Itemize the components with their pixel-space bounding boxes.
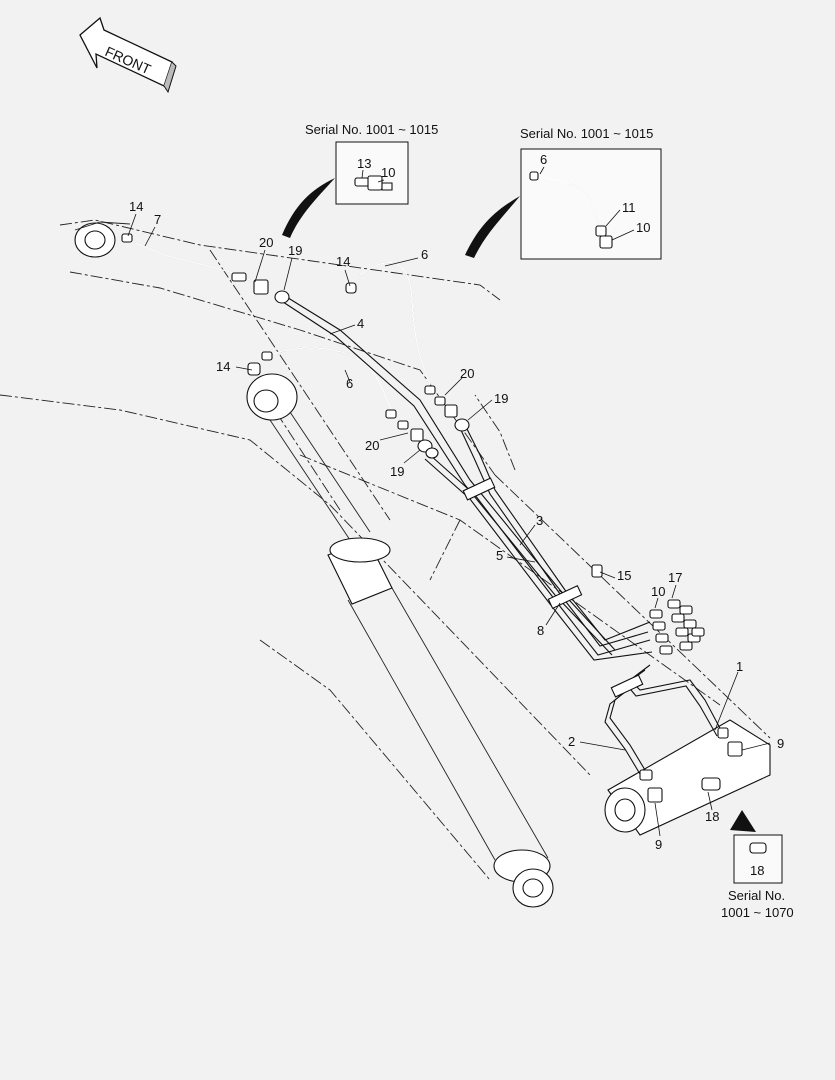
inset-right-label-6: 6 [540,152,547,167]
callout-19: 19 [390,464,404,479]
callout-20: 20 [365,438,379,453]
callout-14: 14 [129,199,143,214]
callout-14: 14 [216,359,230,374]
callout-6: 6 [421,247,428,262]
callout-2: 2 [568,734,575,749]
callout-7: 7 [154,212,161,227]
inset-pointer-bottom [730,810,756,832]
callout-14: 14 [336,254,350,269]
fitting-set-17 [667,599,705,651]
callout-10: 10 [651,584,665,599]
inset-pointer-right [465,196,520,258]
hoses-and-pipes [134,242,723,780]
arm-cylinder [246,373,554,908]
inset-left: Serial No. 1001 ~ 1015 13 10 [305,122,438,205]
callout-9: 9 [655,837,662,852]
callout-19: 19 [288,243,302,258]
callout-19: 19 [494,391,508,406]
inset-bottom-caption-line1: Serial No. [728,888,785,903]
callout-3: 3 [536,513,543,528]
callout-9: 9 [777,736,784,751]
fitting-set-10 [649,609,673,655]
fittings [121,233,743,803]
callout-4: 4 [357,316,364,331]
inset-left-label-13: 13 [357,156,371,171]
inset-right-label-10: 10 [636,220,650,235]
callout-20: 20 [259,235,273,250]
callout-8: 8 [537,623,544,638]
inset-bottom-label-18: 18 [750,863,764,878]
inset-right: Serial No. 1001 ~ 1015 6 11 10 [520,126,662,260]
inset-bottom-caption-line2: 1001 ~ 1070 [721,905,794,920]
inset-right-label-11: 11 [622,200,636,215]
callout-5: 5 [496,548,503,563]
front-arrow-icon: FRONT [79,16,177,94]
callout-20: 20 [460,366,474,381]
inset-left-caption: Serial No. 1001 ~ 1015 [305,122,438,137]
callout-6: 6 [346,376,353,391]
inset-bottom: 18 Serial No. 1001 ~ 1070 [721,834,794,920]
clamps [462,477,644,698]
inset-pointer-left [282,178,335,238]
callout-18: 18 [705,809,719,824]
callout-15: 15 [617,568,631,583]
leader-lines [127,213,771,837]
inset-left-label-10: 10 [381,165,395,180]
callout-labels: 14 7 20 19 14 6 4 14 6 20 19 20 19 3 5 1… [129,199,784,852]
callout-17: 17 [668,570,682,585]
callout-1: 1 [736,659,743,674]
boom-pin-top [74,221,131,258]
inset-right-caption: Serial No. 1001 ~ 1015 [520,126,653,141]
